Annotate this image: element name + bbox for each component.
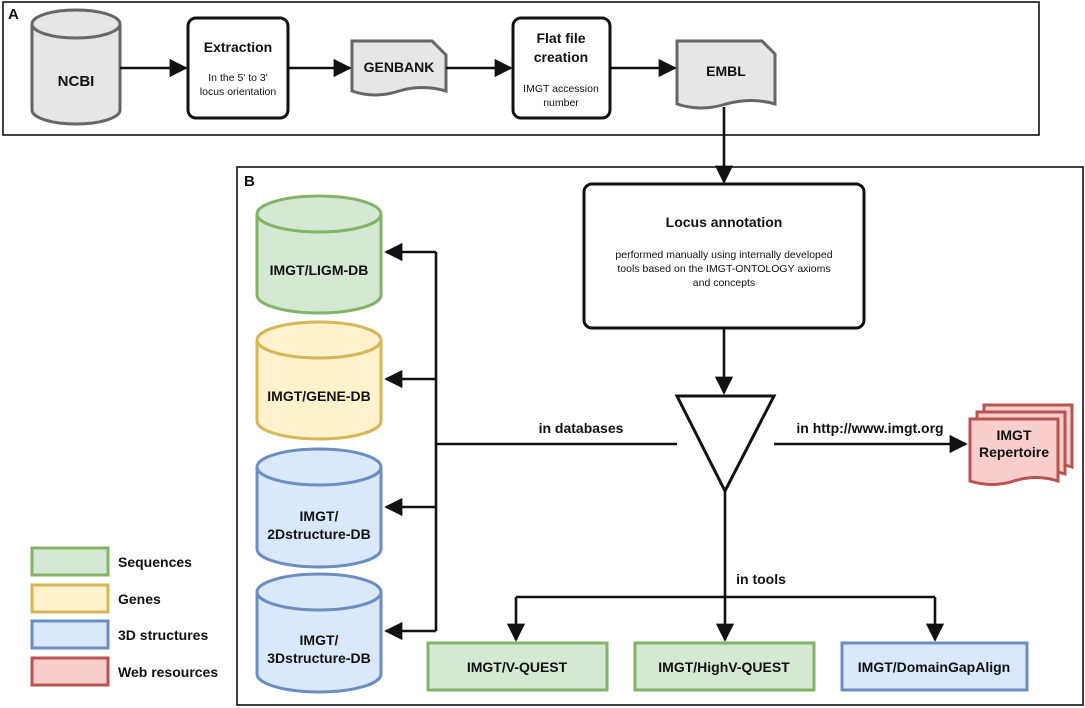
panel-b-label: B	[244, 173, 255, 190]
flat-file-line-2: number	[543, 97, 579, 109]
v-quest-box	[426, 641, 609, 692]
legend-swatch-genes	[30, 583, 110, 614]
repertoire-doc-front	[968, 417, 1060, 486]
flat-file-line-1: IMGT accession	[523, 83, 599, 95]
legend-label-web-resources: Web resources	[118, 664, 218, 680]
flat-file-title-1: Flat file	[536, 30, 585, 46]
ncbi-cylinder-body	[30, 24, 122, 126]
highv-quest-label: IMGT/HighV-QUEST	[658, 659, 790, 675]
locus-annotation-step: Locus annotation performed manually usin…	[582, 182, 866, 330]
2dstructure-db-cylinder-top	[255, 447, 383, 487]
repertoire-label-2: Repertoire	[979, 444, 1049, 460]
highv-quest-box	[633, 641, 816, 692]
ligm-db-cylinder-top	[255, 194, 383, 234]
gene-db-label: IMGT/GENE-DB	[267, 388, 370, 404]
panel-a: A NCBI Extraction In the 5' to 3' locus …	[2, 1, 1040, 136]
in-web-label: in http://www.imgt.org	[796, 420, 943, 436]
3dstructure-db-cylinder-body	[255, 592, 383, 694]
repertoire-label-1: IMGT	[997, 427, 1032, 443]
ncbi-label: NCBI	[58, 73, 95, 90]
flat-file-step: Flat file creation IMGT accession number	[511, 16, 612, 120]
extraction-line-2: locus orientation	[200, 86, 277, 98]
2dstructure-db-label-2: 2Dstructure-DB	[267, 526, 370, 542]
ligm-db-cylinder-body	[255, 214, 383, 315]
extraction-title: Extraction	[204, 39, 272, 55]
legend-label-3d-structures: 3D structures	[118, 627, 208, 643]
2dstructure-db: IMGT/ 2Dstructure-DB	[255, 447, 383, 569]
embl-shape	[675, 39, 777, 110]
locus-annotation-line-2: tools based on the IMGT-ONTOLOGY axioms	[617, 263, 830, 275]
gene-db-cylinder-body	[255, 340, 383, 441]
2dstructure-db-cylinder-body	[255, 467, 383, 569]
in-tools-label: in tools	[736, 571, 786, 587]
locus-annotation-line-1: performed manually using internally deve…	[615, 249, 832, 261]
ncbi-database: NCBI	[30, 8, 122, 126]
gene-db-cylinder-top	[255, 320, 383, 360]
v-quest-tool: IMGT/V-QUEST	[426, 641, 609, 692]
ncbi-cylinder-top	[30, 8, 122, 40]
merge-triangle	[674, 394, 777, 495]
gene-db: IMGT/GENE-DB	[255, 320, 383, 441]
panel-b: B Locus annotation performed manually us…	[236, 107, 1084, 706]
in-databases-label: in databases	[539, 420, 624, 436]
legend-swatch-sequences	[30, 546, 110, 577]
3dstructure-db-label-1: IMGT/	[300, 632, 339, 648]
legend-item-sequences: Sequences	[30, 546, 192, 577]
legend-swatch-web-resources	[30, 656, 110, 687]
embl-label: EMBL	[706, 63, 746, 79]
genbank-document: GENBANK	[350, 39, 448, 97]
legend-swatch-3d-structures	[30, 619, 110, 650]
flat-file-title-2: creation	[534, 49, 588, 65]
legend: Sequences Genes 3D structures Web resour…	[30, 546, 218, 687]
highv-quest-tool: IMGT/HighV-QUEST	[633, 641, 816, 692]
v-quest-label: IMGT/V-QUEST	[467, 659, 568, 675]
legend-label-genes: Genes	[118, 591, 161, 607]
genbank-shape	[350, 39, 448, 97]
2dstructure-db-label-1: IMGT/	[300, 508, 339, 524]
extraction-step: Extraction In the 5' to 3' locus orienta…	[186, 16, 290, 120]
repertoire-documents: IMGT Repertoire	[968, 403, 1074, 486]
3dstructure-db-label-2: 3Dstructure-DB	[267, 650, 370, 666]
embl-document: EMBL	[675, 39, 777, 110]
locus-annotation-title: Locus annotation	[666, 214, 783, 230]
legend-label-sequences: Sequences	[118, 554, 192, 570]
3dstructure-db-cylinder-top	[255, 572, 383, 612]
3dstructure-db: IMGT/ 3Dstructure-DB	[255, 572, 383, 694]
legend-item-genes: Genes	[30, 583, 161, 614]
panel-a-label: A	[8, 6, 19, 23]
domaingapalign-label: IMGT/DomainGapAlign	[858, 659, 1010, 675]
domaingapalign-box	[840, 641, 1029, 692]
ligm-db: IMGT/LIGM-DB	[255, 194, 383, 315]
domaingapalign-tool: IMGT/DomainGapAlign	[840, 641, 1029, 692]
genbank-label: GENBANK	[364, 59, 435, 75]
extraction-line-1: In the 5' to 3'	[208, 72, 267, 84]
locus-annotation-line-3: and concepts	[693, 277, 755, 289]
extraction-box	[186, 16, 290, 120]
legend-item-web-resources: Web resources	[30, 656, 218, 687]
legend-item-3d-structures: 3D structures	[30, 619, 208, 650]
ligm-db-label: IMGT/LIGM-DB	[270, 262, 369, 278]
